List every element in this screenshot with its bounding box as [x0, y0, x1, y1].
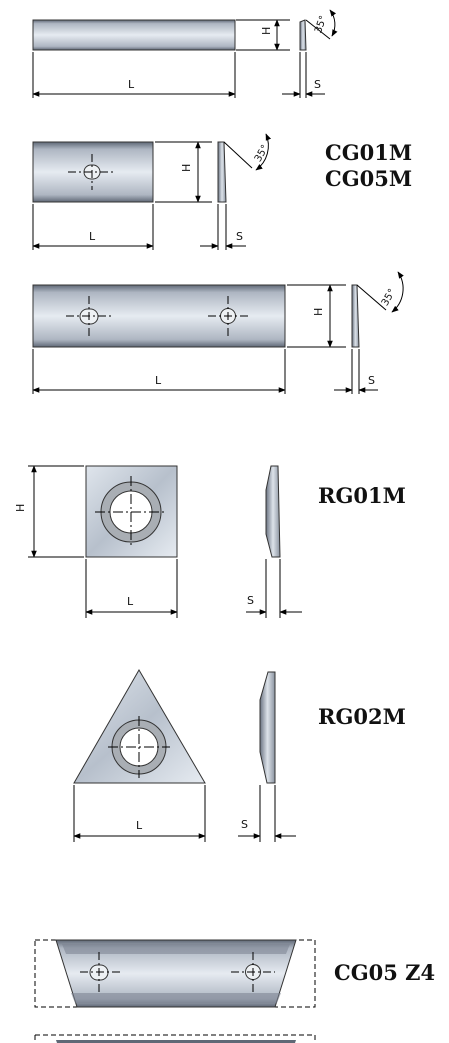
insert-3-length-label: L — [155, 374, 162, 387]
insert-1-thickness-label: S — [314, 78, 321, 91]
insert-3-side-view — [351, 284, 360, 348]
insert-2-side-view — [217, 141, 227, 203]
insert-3-mounting-hole-left — [66, 296, 112, 336]
insert-3-drawing: 35° H L S — [32, 271, 404, 394]
insert-6-mounting-hole-left — [80, 952, 122, 992]
insert-2-drawing: 35° H L S CG01M CG05M — [32, 133, 412, 250]
insert-1-length-label: L — [128, 78, 135, 91]
insert-7-drawing-partial — [34, 1034, 316, 1043]
insert-3-height-label: H — [312, 308, 325, 316]
product-code-cg05-z4: CG05 Z4 — [334, 960, 435, 985]
insert-4-side-view — [265, 465, 281, 558]
insert-4-length-label: L — [127, 595, 134, 608]
insert-3-thickness-label: S — [368, 374, 375, 387]
insert-3-angle-label: 35° — [380, 287, 398, 308]
insert-4-thickness-label: S — [247, 594, 254, 607]
insert-2-length-label: L — [89, 230, 96, 243]
product-code-cg05m: CG05M — [325, 166, 412, 191]
insert-4-drawing: H L S RG01M — [14, 465, 406, 618]
insert-2-thickness-label: S — [236, 230, 243, 243]
insert-6-blade — [55, 939, 297, 1008]
insert-2-mounting-hole — [68, 154, 116, 190]
insert-1-height-label: H — [260, 27, 273, 35]
product-code-rg01m: RG01M — [318, 483, 406, 508]
insert-5-side-view — [259, 671, 276, 784]
insert-1-angle-label: 35° — [313, 14, 329, 34]
insert-2-height-label: H — [180, 164, 193, 172]
insert-4-height-label: H — [14, 504, 27, 512]
product-code-rg02m: RG02M — [318, 704, 406, 729]
insert-5-thickness-label: S — [241, 818, 248, 831]
insert-6-drawing: CG05 Z4 — [34, 939, 435, 1008]
insert-6-mounting-hole-right — [231, 952, 275, 992]
insert-5-length-label: L — [136, 819, 143, 832]
insert-4-mounting-hole — [95, 476, 167, 548]
insert-1-blade — [32, 19, 236, 51]
insert-1-drawing: 35° H L S — [32, 9, 338, 98]
insert-3-mounting-hole-right — [208, 296, 250, 336]
insert-1-side-view — [299, 19, 307, 51]
insert-5-mounting-hole — [108, 716, 170, 778]
product-code-cg01m: CG01M — [325, 140, 412, 165]
insert-5-drawing: L S RG02M — [73, 669, 406, 842]
